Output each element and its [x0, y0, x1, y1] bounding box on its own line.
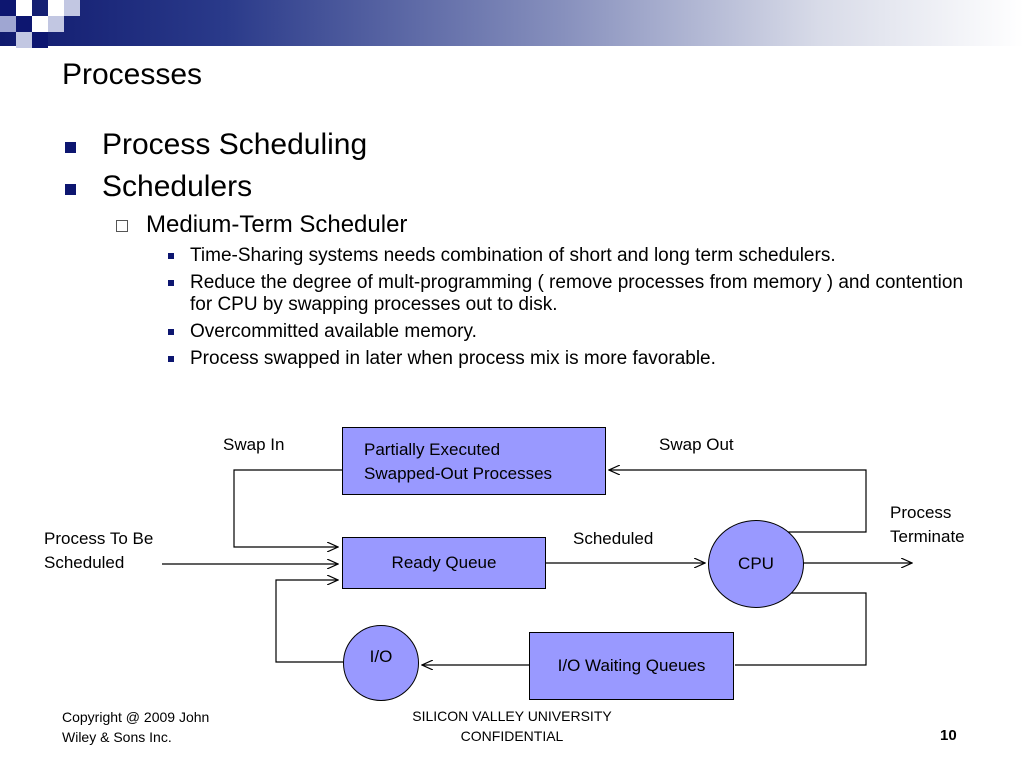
copyright-line2: Wiley & Sons Inc. — [62, 729, 172, 745]
copyright-line1: Copyright @ 2009 John — [62, 709, 210, 725]
square-bullet-icon — [65, 184, 76, 195]
bullet-text: Schedulers — [102, 170, 253, 203]
swap-out-label: Swap Out — [659, 435, 734, 454]
cpu-label: CPU — [738, 554, 774, 573]
small-square-bullet-icon — [168, 356, 174, 362]
slide-title: Processes — [62, 58, 203, 91]
detail-bullet-text: Overcommitted available memory. — [190, 321, 477, 342]
cpu-node: CPU — [708, 520, 804, 608]
small-square-bullet-icon — [168, 329, 174, 335]
confidential-line1: SILICON VALLEY UNIVERSITY — [412, 708, 612, 724]
square-bullet-icon — [65, 142, 76, 153]
swapped-box-line1: Partially Executed — [364, 440, 501, 459]
detail-bullet-item: Overcommitted available memory. — [62, 321, 1002, 343]
process-to-be-scheduled-label: Process To Be Scheduled — [44, 527, 153, 575]
swapped-out-processes-box: Partially Executed Swapped-Out Processes — [342, 427, 606, 495]
ready-queue-box: Ready Queue — [342, 537, 546, 589]
small-square-bullet-icon — [168, 280, 174, 286]
detail-bullet-item: Reduce the degree of mult-programming ( … — [62, 272, 980, 316]
detail-bullet-text: Reduce the degree of mult-programming ( … — [190, 272, 964, 315]
footer-copyright: Copyright @ 2009 John Wiley & Sons Inc. — [62, 707, 209, 747]
bullet-item: Schedulers — [62, 168, 1002, 206]
footer-confidential: SILICON VALLEY UNIVERSITY CONFIDENTIAL — [372, 706, 652, 746]
bullet-text: Process Scheduling — [102, 128, 368, 161]
small-square-bullet-icon — [168, 253, 174, 259]
ready-queue-label: Ready Queue — [391, 553, 497, 572]
process-terminate-label: Process Terminate — [890, 501, 965, 549]
io-node: I/O — [343, 625, 419, 701]
detail-bullet-text: Process swapped in later when process mi… — [190, 348, 716, 369]
io-return-arrow — [275, 580, 343, 663]
detail-bullet-text: Time-Sharing systems needs combination o… — [190, 245, 836, 266]
scheduled-label: Scheduled — [573, 529, 654, 548]
terminate-line2: Terminate — [890, 527, 965, 546]
terminate-line1: Process — [890, 503, 952, 522]
detail-bullet-item: Process swapped in later when process mi… — [62, 348, 1002, 370]
process-to-be-line2: Scheduled — [44, 553, 125, 572]
io-waiting-queues-box: I/O Waiting Queues — [529, 632, 734, 700]
process-to-be-line1: Process To Be — [44, 529, 154, 548]
swapped-box-line2: Swapped-Out Processes — [364, 464, 553, 483]
io-waiting-label: I/O Waiting Queues — [557, 656, 706, 675]
swap-in-label: Swap In — [223, 435, 285, 454]
sub-bullet-item: Medium-Term Scheduler — [62, 210, 1002, 240]
page-number: 10 — [940, 727, 957, 744]
sub-bullet-text: Medium-Term Scheduler — [146, 211, 408, 238]
detail-bullet-item: Time-Sharing systems needs combination o… — [62, 245, 1002, 267]
bullet-item: Process Scheduling — [62, 126, 1002, 164]
hollow-square-bullet-icon — [116, 220, 128, 232]
bullet-list: Process Scheduling Schedulers Medium-Ter… — [62, 126, 1002, 370]
confidential-line2: CONFIDENTIAL — [460, 728, 564, 744]
header-gradient-bar — [0, 0, 1024, 46]
io-wait-arrow — [735, 592, 867, 666]
swap-in-arrow — [233, 469, 342, 547]
io-label: I/O — [369, 647, 393, 666]
